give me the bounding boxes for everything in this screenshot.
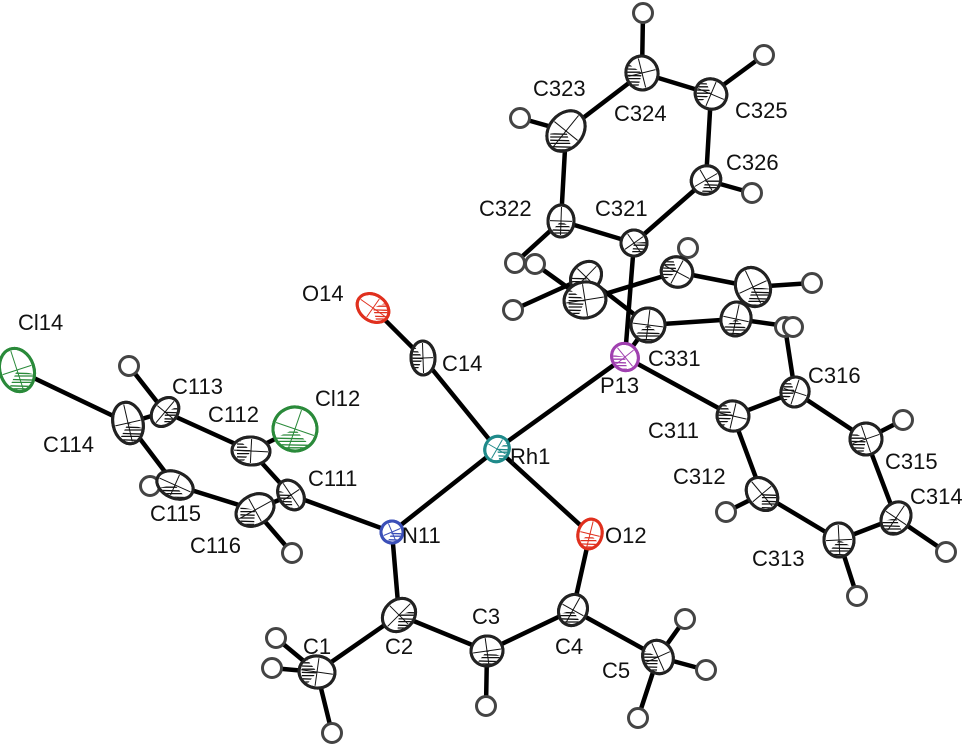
- atom-label-c321: C321: [595, 196, 648, 221]
- atom-label-c114: C114: [43, 432, 94, 457]
- atom-label-o12: O12: [605, 523, 647, 548]
- atom-label-c3: C3: [472, 604, 501, 629]
- atom-label-c313: C313: [752, 546, 805, 571]
- atom-o12: [576, 517, 604, 551]
- hydrogen-atom: [695, 659, 717, 681]
- atom-label-c5: C5: [602, 658, 631, 683]
- atom-label-c2: C2: [385, 634, 414, 659]
- atom-c116: [234, 492, 276, 531]
- bond-rh1-o12: [494, 446, 593, 537]
- hydrogen-atom: [627, 707, 649, 729]
- atom-c333: [562, 280, 608, 320]
- atom-label-c111: C111: [308, 466, 358, 491]
- atom-label-c14: C14: [442, 351, 483, 376]
- bond-c114-cl14: [14, 367, 131, 426]
- atom-c323: [545, 109, 587, 157]
- atom-label-c115: C115: [150, 501, 201, 526]
- atom-label-o14: O14: [302, 281, 344, 306]
- atom-p13: [610, 341, 640, 373]
- atom-c112: [230, 435, 272, 467]
- hydrogen-atom: [524, 253, 546, 275]
- hydrogen-atom: [753, 44, 775, 66]
- atom-label-c323: C323: [533, 76, 586, 101]
- hydrogen-atom: [846, 585, 868, 607]
- hydrogen-atom: [321, 722, 343, 744]
- hydrogen-atom: [801, 272, 823, 294]
- atom-label-c325: C325: [735, 98, 788, 123]
- atom-c322: [546, 203, 576, 239]
- bond-n11-c111: [288, 492, 395, 535]
- atom-label-c113: C113: [172, 374, 223, 399]
- hydrogen-atom: [504, 252, 526, 274]
- atom-c331: [629, 306, 667, 344]
- atom-c335: [733, 266, 775, 309]
- bond-rh1-c14: [420, 355, 500, 452]
- bond-p13-c311: [622, 354, 736, 419]
- atom-label-c326: C326: [726, 150, 779, 175]
- atom-o14: [355, 292, 391, 327]
- hydrogen-atom: [509, 107, 531, 129]
- hydrogens-layer: [118, 2, 957, 744]
- hydrogen-atom: [892, 409, 914, 431]
- hydrogen-atom: [502, 299, 524, 321]
- hydrogen-atom: [741, 182, 763, 204]
- atom-c4: [557, 592, 589, 629]
- atom-label-c4: C4: [555, 634, 584, 659]
- atom-c115: [155, 469, 195, 501]
- atom-label-c116: C116: [190, 533, 241, 558]
- hydrogen-atom: [715, 501, 737, 523]
- hydrogen-atom: [632, 2, 654, 24]
- atom-c111: [275, 478, 306, 512]
- atom-c1: [297, 654, 337, 690]
- atom-c2: [380, 596, 421, 634]
- atom-cl14: [0, 346, 38, 394]
- hydrogen-atom: [782, 316, 804, 338]
- hydrogen-atom: [261, 657, 283, 679]
- atom-c311: [715, 399, 751, 433]
- atom-c314: [879, 500, 913, 537]
- atom-label-c314: C314: [910, 484, 963, 509]
- hydrogen-atom: [677, 237, 699, 259]
- atom-label-cl14: Cl14: [18, 310, 64, 335]
- atom-label-c322: C322: [479, 196, 532, 221]
- bond-rh1-n11: [389, 446, 500, 535]
- atom-label-c316: C316: [808, 363, 861, 388]
- hydrogen-atom: [935, 541, 957, 563]
- atom-label-cl12: Cl12: [315, 386, 361, 411]
- atom-label-c324: C324: [614, 101, 667, 126]
- atom-c312: [744, 476, 781, 515]
- bond-p13-c321: [622, 240, 637, 360]
- atom-label-c1: C1: [303, 634, 332, 659]
- hydrogen-atom: [281, 542, 303, 564]
- bond-rh1-p13: [494, 354, 628, 452]
- atom-label-p13: P13: [600, 373, 640, 398]
- atom-label-c315: C315: [885, 449, 938, 474]
- atom-label-n11: N11: [402, 523, 441, 548]
- atom-label-c311: C311: [648, 418, 699, 443]
- atom-c5: [641, 638, 675, 676]
- atom-c3: [469, 634, 505, 668]
- atom-c316: [779, 375, 811, 409]
- hydrogen-atom: [118, 355, 140, 377]
- hydrogen-atom: [265, 627, 287, 649]
- atom-c325: [693, 76, 729, 111]
- atom-cl12: [271, 405, 319, 455]
- atoms-layer: [0, 54, 913, 690]
- atom-c334: [659, 254, 695, 289]
- atom-c113: [149, 396, 183, 428]
- hydrogen-atom: [475, 695, 497, 717]
- atom-label-c112: C112: [208, 402, 259, 427]
- atom-c313: [822, 521, 856, 559]
- atom-c315: [848, 421, 884, 458]
- atom-c324: [624, 54, 660, 92]
- atom-label-c331: C331: [648, 346, 701, 371]
- atom-label-c312: C312: [673, 464, 726, 489]
- atom-c326: [689, 164, 724, 198]
- atom-c114: [111, 400, 146, 446]
- atom-label-rh1: Rh1: [510, 444, 551, 469]
- hydrogen-atom: [674, 608, 696, 630]
- atom-c14: [409, 339, 437, 377]
